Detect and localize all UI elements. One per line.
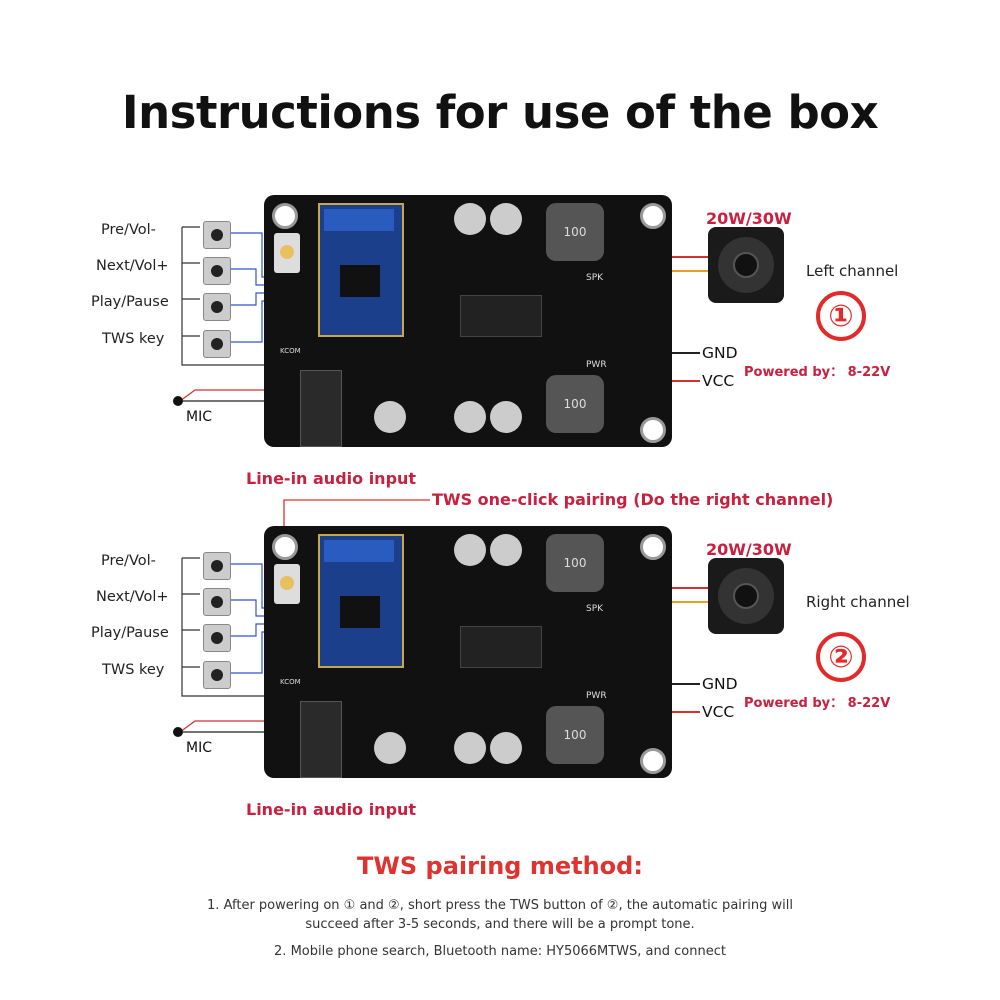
powered-by: Powered by： 8-22V <box>744 692 890 711</box>
gnd-label: GND <box>702 675 738 693</box>
inductor: 100 <box>546 203 604 261</box>
capacitor <box>454 534 486 566</box>
tact-switch <box>203 330 231 358</box>
tact-switch <box>203 552 231 580</box>
label-pre-vol: Pre/Vol- <box>101 553 156 569</box>
mount-hole <box>272 534 298 560</box>
channel-label: Left channel <box>806 262 899 280</box>
step-2: 2. Mobile phone search, Bluetooth name: … <box>274 944 726 959</box>
mount-hole <box>640 203 666 229</box>
page-title: Instructions for use of the box <box>121 86 879 139</box>
silkscreen-pwr: PWR <box>586 360 607 370</box>
label-tws-key: TWS key <box>102 662 165 678</box>
vcc-label: VCC <box>702 703 735 721</box>
mic-label: MIC <box>186 409 212 425</box>
powered-by-value: 8-22V <box>847 696 891 711</box>
step-1-line-1: 1. After powering on ① and ②, short pres… <box>207 898 793 913</box>
tws-pairing-note: TWS one-click pairing (Do the right chan… <box>432 490 834 509</box>
method-title: TWS pairing method: <box>357 852 643 880</box>
inductor: 100 <box>546 534 604 592</box>
capacitor <box>454 401 486 433</box>
board-2-section: Pre/Vol- Next/Vol+ Play/Pause TWS key <box>0 516 1000 826</box>
capacitor <box>374 732 406 764</box>
powered-by: Powered by： 8-22V <box>744 361 890 380</box>
power-rating: 20W/30W <box>706 209 792 228</box>
tact-switch <box>203 257 231 285</box>
mount-hole <box>640 417 666 443</box>
label-next-vol: Next/Vol+ <box>96 258 169 274</box>
silkscreen-spk: SPK <box>586 273 604 283</box>
tws-button <box>274 564 300 604</box>
gnd-label: GND <box>702 344 738 362</box>
line-in-label: Line-in audio input <box>246 469 417 488</box>
tact-switch <box>203 624 231 652</box>
capacitor <box>490 732 522 764</box>
bluetooth-module <box>318 203 404 337</box>
board-1-section: Pre/Vol- Next/Vol+ Play/Pause TWS key <box>0 185 1000 495</box>
speaker-icon <box>708 227 784 303</box>
step-1-line-2: succeed after 3-5 seconds, and there wil… <box>305 917 695 932</box>
speaker-icon <box>708 558 784 634</box>
audio-jack <box>300 701 342 778</box>
channel-number: ① <box>816 291 866 341</box>
capacitor <box>374 401 406 433</box>
silkscreen-kcom: KCOM <box>280 678 301 686</box>
tact-switch <box>203 221 231 249</box>
tact-switch <box>203 588 231 616</box>
silkscreen-spk: SPK <box>586 604 604 614</box>
powered-by-value: 8-22V <box>847 365 891 380</box>
capacitor <box>490 203 522 235</box>
silkscreen-pwr: PWR <box>586 691 607 701</box>
mount-hole <box>640 534 666 560</box>
channel-label: Right channel <box>806 593 910 611</box>
channel-number: ② <box>816 632 866 682</box>
vcc-label: VCC <box>702 372 735 390</box>
label-pre-vol: Pre/Vol- <box>101 222 156 238</box>
amplifier-board: 100 100 SPK PWR KCOM <box>264 526 672 778</box>
label-play-pause: Play/Pause <box>91 294 169 310</box>
tws-button <box>274 233 300 273</box>
amplifier-chip <box>460 295 542 337</box>
inductor: 100 <box>546 375 604 433</box>
mic-label: MIC <box>186 740 212 756</box>
audio-jack <box>300 370 342 447</box>
mount-hole <box>640 748 666 774</box>
powered-by-label: Powered by： <box>744 365 844 380</box>
capacitor <box>490 534 522 566</box>
capacitor <box>490 401 522 433</box>
tact-switch <box>203 661 231 689</box>
line-in-label: Line-in audio input <box>246 800 417 819</box>
capacitor <box>454 732 486 764</box>
powered-by-label: Powered by： <box>744 696 844 711</box>
mount-hole <box>272 203 298 229</box>
power-rating: 20W/30W <box>706 540 792 559</box>
capacitor <box>454 203 486 235</box>
label-next-vol: Next/Vol+ <box>96 589 169 605</box>
tact-switch <box>203 293 231 321</box>
bluetooth-module <box>318 534 404 668</box>
silkscreen-kcom: KCOM <box>280 347 301 355</box>
amplifier-chip <box>460 626 542 668</box>
label-tws-key: TWS key <box>102 331 165 347</box>
label-play-pause: Play/Pause <box>91 625 169 641</box>
amplifier-board: 100 100 SPK PWR KCOM <box>264 195 672 447</box>
inductor: 100 <box>546 706 604 764</box>
